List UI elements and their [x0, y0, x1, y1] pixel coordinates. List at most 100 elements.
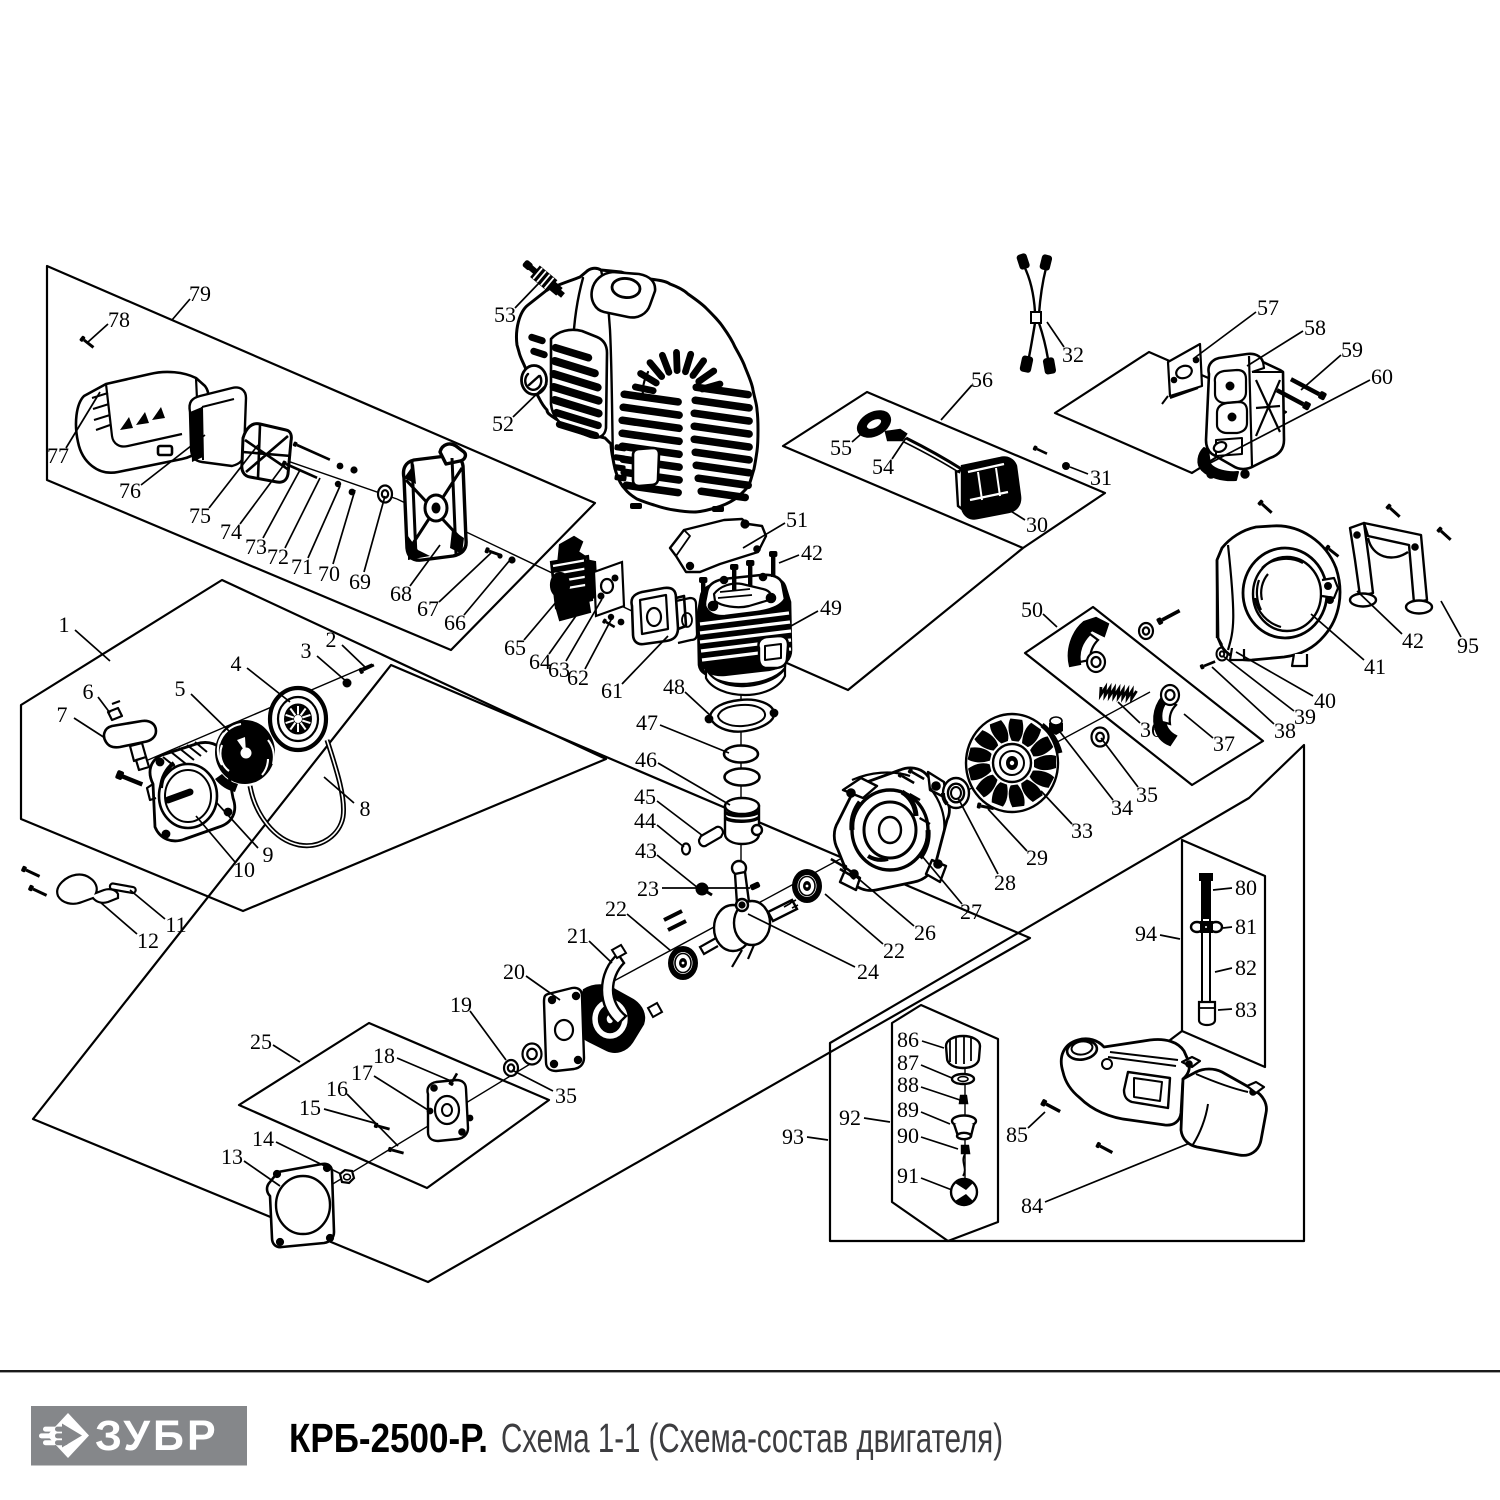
- svg-text:74: 74: [220, 519, 242, 544]
- svg-text:54: 54: [872, 454, 894, 479]
- svg-text:95: 95: [1457, 633, 1479, 658]
- svg-text:1: 1: [59, 612, 70, 637]
- svg-text:89: 89: [897, 1097, 919, 1122]
- svg-text:83: 83: [1235, 997, 1257, 1022]
- svg-text:11: 11: [165, 912, 186, 937]
- svg-text:6: 6: [83, 679, 94, 704]
- svg-text:69: 69: [349, 569, 371, 594]
- svg-text:22: 22: [605, 896, 627, 921]
- svg-text:10: 10: [233, 857, 255, 882]
- svg-text:29: 29: [1026, 845, 1048, 870]
- svg-text:82: 82: [1235, 955, 1257, 980]
- svg-text:32: 32: [1062, 342, 1084, 367]
- svg-text:26: 26: [914, 920, 936, 945]
- svg-text:66: 66: [444, 610, 466, 635]
- svg-text:7: 7: [57, 702, 68, 727]
- svg-text:22: 22: [883, 938, 905, 963]
- svg-text:50: 50: [1021, 597, 1043, 622]
- svg-text:84: 84: [1021, 1193, 1043, 1218]
- svg-text:41: 41: [1364, 654, 1386, 679]
- svg-text:87: 87: [897, 1050, 919, 1075]
- svg-text:67: 67: [417, 596, 439, 621]
- svg-text:12: 12: [137, 928, 159, 953]
- svg-text:88: 88: [897, 1072, 919, 1097]
- svg-text:36: 36: [1140, 717, 1162, 742]
- svg-text:63: 63: [548, 657, 570, 682]
- svg-text:59: 59: [1341, 337, 1363, 362]
- svg-text:3: 3: [301, 638, 312, 663]
- svg-text:61: 61: [601, 678, 623, 703]
- svg-text:73: 73: [245, 534, 267, 559]
- svg-text:20: 20: [503, 959, 525, 984]
- svg-text:42: 42: [801, 540, 823, 565]
- svg-text:2: 2: [326, 627, 337, 652]
- svg-text:86: 86: [897, 1027, 919, 1052]
- svg-text:48: 48: [663, 674, 685, 699]
- svg-text:92: 92: [839, 1105, 861, 1130]
- svg-text:65: 65: [504, 635, 526, 660]
- svg-text:60: 60: [1371, 364, 1393, 389]
- svg-text:18: 18: [373, 1043, 395, 1068]
- svg-text:16: 16: [326, 1076, 348, 1101]
- svg-text:ЗУБР: ЗУБР: [95, 1412, 219, 1460]
- svg-text:94: 94: [1135, 921, 1157, 946]
- svg-text:52: 52: [492, 411, 514, 436]
- svg-text:79: 79: [189, 281, 211, 306]
- svg-text:44: 44: [634, 808, 656, 833]
- svg-text:51: 51: [786, 507, 808, 532]
- svg-text:40: 40: [1314, 688, 1336, 713]
- svg-text:45: 45: [634, 784, 656, 809]
- svg-text:70: 70: [318, 561, 340, 586]
- svg-text:35: 35: [1136, 782, 1158, 807]
- svg-text:8: 8: [360, 796, 371, 821]
- svg-text:75: 75: [189, 503, 211, 528]
- svg-text:34: 34: [1111, 795, 1133, 820]
- svg-text:43: 43: [635, 838, 657, 863]
- svg-text:9: 9: [263, 842, 274, 867]
- svg-text:31: 31: [1090, 465, 1112, 490]
- svg-text:33: 33: [1071, 818, 1093, 843]
- svg-text:24: 24: [857, 959, 879, 984]
- svg-text:49: 49: [820, 595, 842, 620]
- svg-text:23: 23: [637, 876, 659, 901]
- svg-text:78: 78: [108, 307, 130, 332]
- svg-text:56: 56: [971, 367, 993, 392]
- svg-text:90: 90: [897, 1123, 919, 1148]
- svg-text:57: 57: [1257, 295, 1279, 320]
- svg-text:19: 19: [450, 992, 472, 1017]
- svg-text:КРБ-2500-Р.: КРБ-2500-Р.: [289, 1415, 488, 1461]
- svg-text:80: 80: [1235, 875, 1257, 900]
- svg-text:76: 76: [119, 478, 141, 503]
- svg-text:53: 53: [494, 302, 516, 327]
- svg-text:55: 55: [830, 435, 852, 460]
- svg-text:14: 14: [252, 1126, 274, 1151]
- svg-text:28: 28: [994, 870, 1016, 895]
- svg-text:15: 15: [299, 1095, 321, 1120]
- svg-text:93: 93: [782, 1124, 804, 1149]
- svg-text:85: 85: [1006, 1122, 1028, 1147]
- svg-text:38: 38: [1274, 718, 1296, 743]
- svg-text:5: 5: [175, 676, 186, 701]
- svg-text:39: 39: [1294, 704, 1316, 729]
- svg-text:25: 25: [250, 1029, 272, 1054]
- svg-text:37: 37: [1213, 731, 1235, 756]
- svg-text:71: 71: [291, 554, 313, 579]
- svg-text:42: 42: [1402, 628, 1424, 653]
- svg-text:64: 64: [529, 649, 551, 674]
- svg-text:81: 81: [1235, 914, 1257, 939]
- svg-text:35: 35: [555, 1083, 577, 1108]
- svg-text:46: 46: [635, 747, 657, 772]
- svg-text:58: 58: [1304, 315, 1326, 340]
- svg-text:68: 68: [390, 581, 412, 606]
- svg-text:30: 30: [1026, 512, 1048, 537]
- svg-text:17: 17: [351, 1060, 373, 1085]
- svg-text:91: 91: [897, 1163, 919, 1188]
- svg-text:4: 4: [231, 651, 242, 676]
- svg-text:27: 27: [960, 899, 982, 924]
- svg-text:77: 77: [47, 443, 69, 468]
- svg-text:47: 47: [636, 710, 658, 735]
- svg-text:13: 13: [221, 1144, 243, 1169]
- svg-text:21: 21: [567, 923, 589, 948]
- svg-text:72: 72: [267, 544, 289, 569]
- svg-text:62: 62: [567, 665, 589, 690]
